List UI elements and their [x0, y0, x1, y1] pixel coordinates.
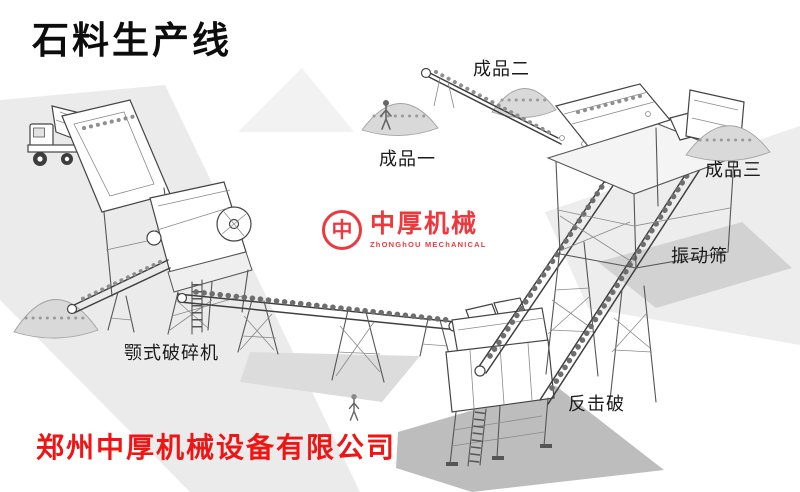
feed-hopper: [61, 99, 175, 297]
stockpile-product1: [361, 103, 439, 136]
label-impact-crusher: 反击破: [568, 394, 625, 414]
company-name: 郑州中厚机械设备有限公司: [36, 432, 397, 463]
diagram-title: 石料生产线: [32, 20, 232, 61]
person-figure-1: [380, 100, 392, 130]
brand-name: 中厚机械: [370, 209, 479, 238]
main-conveyor: [176, 289, 460, 383]
return-conveyor: [539, 151, 709, 405]
label-jaw-crusher: 颚式破碎机: [124, 343, 219, 363]
label-product1: 成品一: [379, 149, 436, 169]
label-product3: 成品三: [705, 160, 762, 180]
label-vibrating-screen: 振动筛: [671, 246, 728, 266]
brand-name-en: ZhONGhOU MEChANICAL: [370, 240, 487, 250]
brand-logo-icon: 中: [322, 210, 362, 250]
brand-watermark: 中 中厚机械 ZhONGhOU MEChANICAL: [322, 210, 487, 250]
stockpile-product3: [685, 125, 771, 162]
person-figure-2: [348, 394, 360, 421]
label-product2: 成品二: [473, 59, 530, 79]
brand-logo-glyph: 中: [331, 218, 353, 242]
discharge-conveyor: [66, 259, 171, 333]
vibrating-screen-machine: [546, 83, 745, 269]
product2-conveyor: [420, 67, 562, 145]
stockpile-product2: [491, 88, 557, 118]
